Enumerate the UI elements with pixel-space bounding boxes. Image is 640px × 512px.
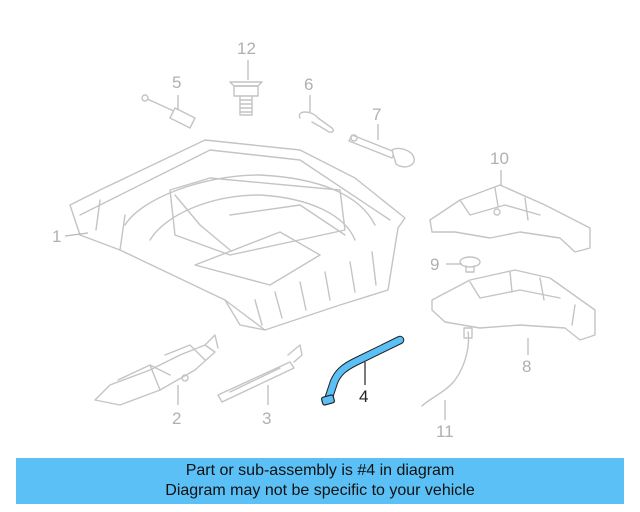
- callout-9: 9: [430, 255, 439, 274]
- banner-line-1: Part or sub-assembly is #4 in diagram: [185, 462, 455, 479]
- callout-1: 1: [52, 227, 61, 246]
- callout-10: 10: [490, 149, 509, 168]
- callout-12: 12: [237, 39, 256, 58]
- callout-4: 4: [359, 387, 368, 406]
- callout-7: 7: [372, 105, 381, 124]
- part-7-tow-hook[interactable]: [348, 134, 415, 168]
- callout-5: 5: [172, 73, 181, 92]
- part-10-foam-block[interactable]: [429, 184, 591, 253]
- part-6-clip[interactable]: [298, 111, 334, 133]
- part-1-trunk-tray[interactable]: [69, 139, 406, 331]
- leader-lines: [64, 60, 529, 420]
- part-3-jack-handle[interactable]: [217, 344, 303, 403]
- part-8-foam-block[interactable]: [431, 269, 596, 341]
- parts-diagram: 1 2 3 4 5 6 7 8 9 10 11 12: [52, 39, 596, 441]
- callout-6: 6: [304, 75, 313, 94]
- part-11-rod[interactable]: [421, 327, 473, 407]
- banner-line-2: Diagram may not be specific to your vehi…: [165, 482, 475, 499]
- part-2-jack[interactable]: [94, 334, 219, 406]
- part-5-handle[interactable]: [141, 94, 196, 129]
- part-4-highlighted-rod[interactable]: [321, 335, 405, 406]
- callout-8: 8: [522, 357, 531, 376]
- part-12-hold-down-bolt[interactable]: [229, 81, 263, 116]
- info-banner: Part or sub-assembly is #4 in diagram Di…: [16, 458, 624, 504]
- callout-11: 11: [436, 422, 454, 441]
- callout-2: 2: [172, 409, 181, 428]
- part-9-plug[interactable]: [459, 256, 481, 273]
- callout-3: 3: [262, 409, 271, 428]
